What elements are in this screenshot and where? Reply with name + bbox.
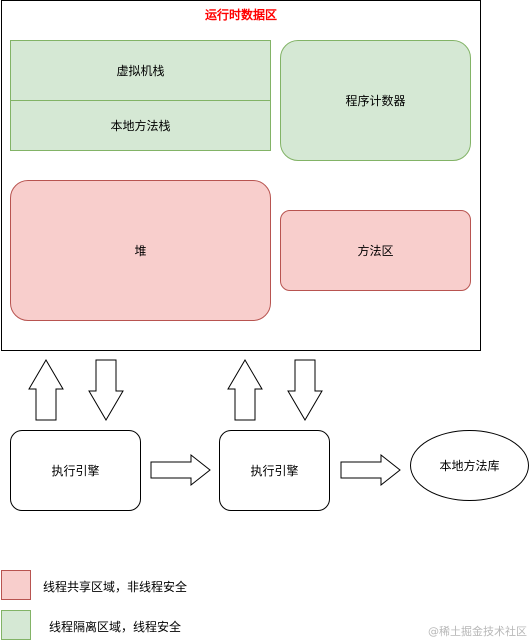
runtime-data-area-title: 运行时数据区	[204, 8, 277, 22]
method-area-label: 方法区	[357, 244, 394, 258]
heap: 堆	[10, 180, 271, 321]
native-method-library: 本地方法库	[410, 430, 529, 501]
vm-stack-label: 虚拟机栈	[116, 64, 165, 78]
native-method-stack-label: 本地方法栈	[110, 119, 171, 133]
right-arrow-icon	[340, 453, 401, 487]
method-area: 方法区	[280, 210, 471, 291]
program-counter: 程序计数器	[280, 40, 471, 161]
legend-swatch-shared	[1, 570, 31, 600]
native-method-library-label: 本地方法库	[439, 459, 500, 473]
watermark: @稀土掘金技术社区	[428, 625, 527, 638]
down-arrow-icon	[88, 359, 124, 421]
right-arrow-icon	[150, 453, 211, 487]
down-arrow-icon	[287, 359, 323, 421]
program-counter-label: 程序计数器	[345, 94, 406, 108]
up-arrow-icon	[227, 359, 263, 421]
legend-label-isolated: 线程隔离区域，线程安全	[49, 620, 182, 634]
execution-engine: 执行引擎	[219, 430, 330, 511]
execution-engine: 执行引擎	[10, 430, 141, 511]
execution-engine-label: 执行引擎	[51, 464, 100, 478]
up-arrow-icon	[28, 359, 64, 421]
native-method-stack: 本地方法栈	[10, 100, 271, 151]
heap-label: 堆	[134, 244, 147, 258]
legend-swatch-isolated	[1, 610, 31, 640]
execution-engine-label: 执行引擎	[250, 464, 299, 478]
legend-label-shared: 线程共享区域，非线程安全	[43, 580, 188, 594]
